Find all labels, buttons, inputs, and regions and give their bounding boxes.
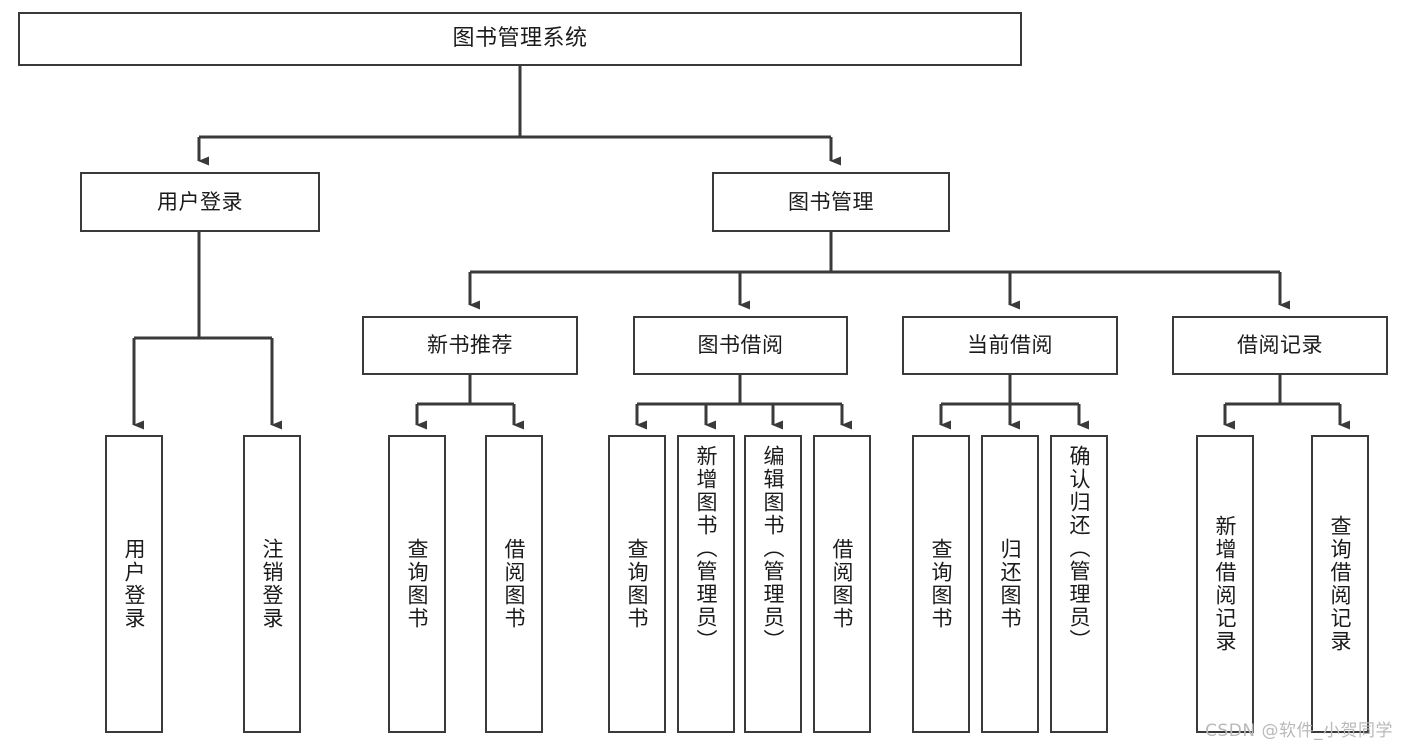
node-label: 查询借阅记录 bbox=[1328, 515, 1353, 653]
leaf-book-borrow-2[interactable]: 编辑图书（管理员） bbox=[744, 435, 802, 733]
leaf-book-borrow-3[interactable]: 借阅图书 bbox=[813, 435, 871, 733]
leaf-current-borrow-1[interactable]: 归还图书 bbox=[981, 435, 1039, 733]
leaf-new-book-recommend-1[interactable]: 借阅图书 bbox=[485, 435, 543, 733]
node-label: 新增图书（管理员） bbox=[694, 445, 719, 652]
node-book-borrow[interactable]: 图书借阅 bbox=[633, 316, 848, 375]
leaf-book-borrow-1[interactable]: 新增图书（管理员） bbox=[677, 435, 735, 733]
leaf-current-borrow-0[interactable]: 查询图书 bbox=[912, 435, 970, 733]
node-label: 用户登录 bbox=[157, 189, 243, 214]
node-label: 借阅图书 bbox=[830, 538, 855, 630]
node-label: 查询图书 bbox=[929, 538, 954, 630]
leaf-book-borrow-0[interactable]: 查询图书 bbox=[608, 435, 666, 733]
node-label: 查询图书 bbox=[625, 538, 650, 630]
node-label: 注销登录 bbox=[260, 538, 285, 630]
node-label: 用户登录 bbox=[122, 538, 147, 630]
node-root-book-management-system[interactable]: 图书管理系统 bbox=[18, 12, 1022, 66]
node-borrow-record[interactable]: 借阅记录 bbox=[1172, 316, 1388, 375]
node-label: 编辑图书（管理员） bbox=[761, 445, 786, 652]
node-label: 借阅记录 bbox=[1237, 333, 1323, 358]
leaf-current-borrow-2[interactable]: 确认归还（管理员） bbox=[1050, 435, 1108, 733]
node-book-management[interactable]: 图书管理 bbox=[712, 172, 950, 232]
node-label: 确认归还（管理员） bbox=[1067, 445, 1092, 652]
node-user-login[interactable]: 用户登录 bbox=[80, 172, 320, 232]
leaf-new-book-recommend-0[interactable]: 查询图书 bbox=[388, 435, 446, 733]
leaf-borrow-record-1[interactable]: 查询借阅记录 bbox=[1311, 435, 1369, 733]
watermark: CSDN @软件_小贺同学 bbox=[1205, 721, 1393, 741]
node-label: 图书管理 bbox=[788, 189, 874, 214]
node-label: 借阅图书 bbox=[502, 538, 527, 630]
node-label: 新增借阅记录 bbox=[1213, 515, 1238, 653]
node-label: 图书借阅 bbox=[697, 333, 784, 358]
leaf-user-login-1[interactable]: 注销登录 bbox=[243, 435, 301, 733]
node-current-borrow[interactable]: 当前借阅 bbox=[902, 316, 1118, 375]
node-label: 图书管理系统 bbox=[452, 26, 588, 52]
node-label: 新书推荐 bbox=[427, 333, 513, 358]
node-new-book-recommend[interactable]: 新书推荐 bbox=[362, 316, 578, 375]
leaf-borrow-record-0[interactable]: 新增借阅记录 bbox=[1196, 435, 1254, 733]
node-label: 归还图书 bbox=[998, 538, 1023, 630]
node-label: 当前借阅 bbox=[967, 333, 1053, 358]
node-label: 查询图书 bbox=[405, 538, 430, 630]
leaf-user-login-0[interactable]: 用户登录 bbox=[105, 435, 163, 733]
